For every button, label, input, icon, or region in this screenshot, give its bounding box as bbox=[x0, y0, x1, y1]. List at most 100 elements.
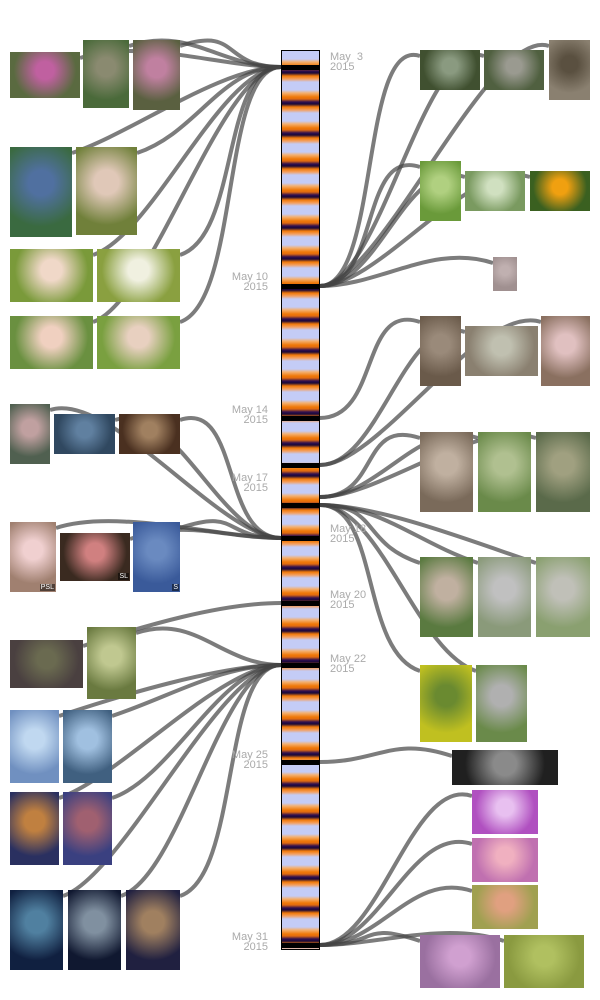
photo-thumbnail[interactable] bbox=[465, 171, 525, 211]
photo-thumbnail[interactable] bbox=[10, 316, 93, 369]
photo-link bbox=[111, 663, 282, 800]
photo-thumbnail[interactable] bbox=[472, 838, 538, 882]
photo-thumbnail[interactable] bbox=[476, 665, 527, 742]
photo-thumbnail[interactable] bbox=[10, 890, 63, 970]
date-year: 2015 bbox=[330, 663, 355, 675]
photo-badge: SL bbox=[118, 573, 129, 580]
day-boundary-marker bbox=[281, 463, 320, 468]
photo-thumbnail[interactable] bbox=[87, 627, 136, 699]
photo-link bbox=[92, 65, 282, 324]
photo-thumbnail[interactable] bbox=[420, 316, 461, 386]
photo-thumbnail[interactable] bbox=[63, 792, 112, 865]
photo-thumbnail[interactable] bbox=[420, 665, 472, 742]
photo-thumbnail[interactable] bbox=[10, 52, 80, 98]
timeline-bar[interactable] bbox=[281, 50, 320, 950]
photo-link bbox=[319, 792, 473, 947]
photo-link bbox=[179, 65, 282, 324]
photo-thumbnail[interactable] bbox=[530, 171, 590, 211]
photo-thumbnail[interactable] bbox=[97, 249, 180, 302]
photo-link bbox=[179, 38, 282, 69]
photo-thumbnail[interactable] bbox=[63, 710, 112, 783]
date-year: 2015 bbox=[243, 482, 268, 494]
photo-link bbox=[179, 519, 282, 540]
date-year: 2015 bbox=[330, 533, 355, 545]
date-year: 2015 bbox=[243, 414, 268, 426]
photo-link bbox=[179, 416, 282, 540]
photo-thumbnail[interactable] bbox=[420, 557, 473, 637]
date-day: May 3 bbox=[330, 51, 364, 63]
photo-thumbnail[interactable] bbox=[10, 792, 59, 865]
date-year: 2015 bbox=[243, 759, 268, 771]
photo-link bbox=[319, 503, 477, 673]
photo-link bbox=[319, 503, 537, 565]
photo-thumbnail[interactable]: S bbox=[133, 522, 180, 592]
photo-link bbox=[120, 663, 282, 898]
photo-thumbnail[interactable] bbox=[126, 890, 180, 970]
photo-thumbnail[interactable] bbox=[54, 414, 115, 454]
photo-thumbnail[interactable] bbox=[493, 257, 517, 291]
photo-link bbox=[319, 839, 473, 947]
photo-thumbnail[interactable] bbox=[68, 890, 121, 970]
photo-thumbnail[interactable] bbox=[420, 50, 480, 90]
photo-link bbox=[319, 255, 494, 288]
photo-badge: PSL bbox=[39, 584, 55, 591]
photo-thumbnail[interactable] bbox=[83, 40, 129, 108]
date-day: May 18 bbox=[330, 523, 367, 535]
date-year: 2015 bbox=[330, 599, 355, 611]
photo-link bbox=[111, 663, 282, 718]
photo-thumbnail[interactable] bbox=[420, 161, 461, 221]
date-day: May 25 bbox=[231, 749, 268, 761]
date-year: 2015 bbox=[243, 941, 268, 953]
photo-link bbox=[319, 432, 421, 499]
date-day: May 22 bbox=[330, 653, 367, 665]
date-day: May 14 bbox=[231, 404, 268, 416]
photo-link bbox=[179, 663, 282, 898]
photo-link bbox=[319, 318, 542, 467]
photo-thumbnail[interactable] bbox=[97, 316, 180, 369]
photo-thumbnail[interactable] bbox=[465, 326, 538, 376]
photo-link bbox=[135, 626, 282, 667]
photo-thumbnail[interactable] bbox=[472, 790, 538, 834]
photo-thumbnail[interactable] bbox=[478, 432, 531, 512]
photo-thumbnail[interactable] bbox=[133, 40, 180, 110]
photo-link bbox=[136, 65, 282, 155]
date-day: May 31 bbox=[231, 931, 268, 943]
photo-thumbnail[interactable]: SL bbox=[60, 533, 130, 581]
day-boundary-marker bbox=[281, 663, 320, 668]
photo-thumbnail[interactable] bbox=[10, 147, 72, 237]
photo-thumbnail[interactable] bbox=[10, 249, 93, 302]
date-day: May 17 bbox=[231, 472, 268, 484]
photo-thumbnail[interactable] bbox=[541, 316, 590, 386]
day-boundary-marker bbox=[281, 65, 320, 70]
photo-thumbnail[interactable] bbox=[472, 885, 538, 929]
photo-link bbox=[319, 746, 453, 764]
photo-thumbnail[interactable] bbox=[536, 557, 590, 637]
photo-thumbnail[interactable] bbox=[420, 432, 473, 512]
photo-thumbnail[interactable]: PSL bbox=[10, 522, 56, 592]
day-boundary-marker bbox=[281, 503, 320, 508]
photo-thumbnail[interactable] bbox=[420, 935, 500, 988]
photo-thumbnail[interactable] bbox=[119, 414, 180, 454]
photo-thumbnail[interactable] bbox=[10, 640, 83, 688]
photo-thumbnail[interactable] bbox=[76, 147, 137, 235]
photo-thumbnail[interactable] bbox=[10, 710, 59, 783]
photo-thumbnail[interactable] bbox=[452, 750, 558, 785]
photo-thumbnail[interactable] bbox=[504, 935, 584, 988]
photo-badge: S bbox=[172, 584, 179, 591]
photo-thumbnail[interactable] bbox=[484, 50, 544, 90]
date-day: May 20 bbox=[330, 589, 367, 601]
photo-thumbnail[interactable] bbox=[10, 404, 50, 464]
date-day: May 10 bbox=[231, 271, 268, 283]
photo-thumbnail[interactable] bbox=[549, 40, 590, 100]
day-boundary-marker bbox=[281, 536, 320, 541]
photo-thumbnail[interactable] bbox=[478, 557, 531, 637]
photo-thumbnail[interactable] bbox=[536, 432, 590, 512]
date-year: 2015 bbox=[243, 281, 268, 293]
